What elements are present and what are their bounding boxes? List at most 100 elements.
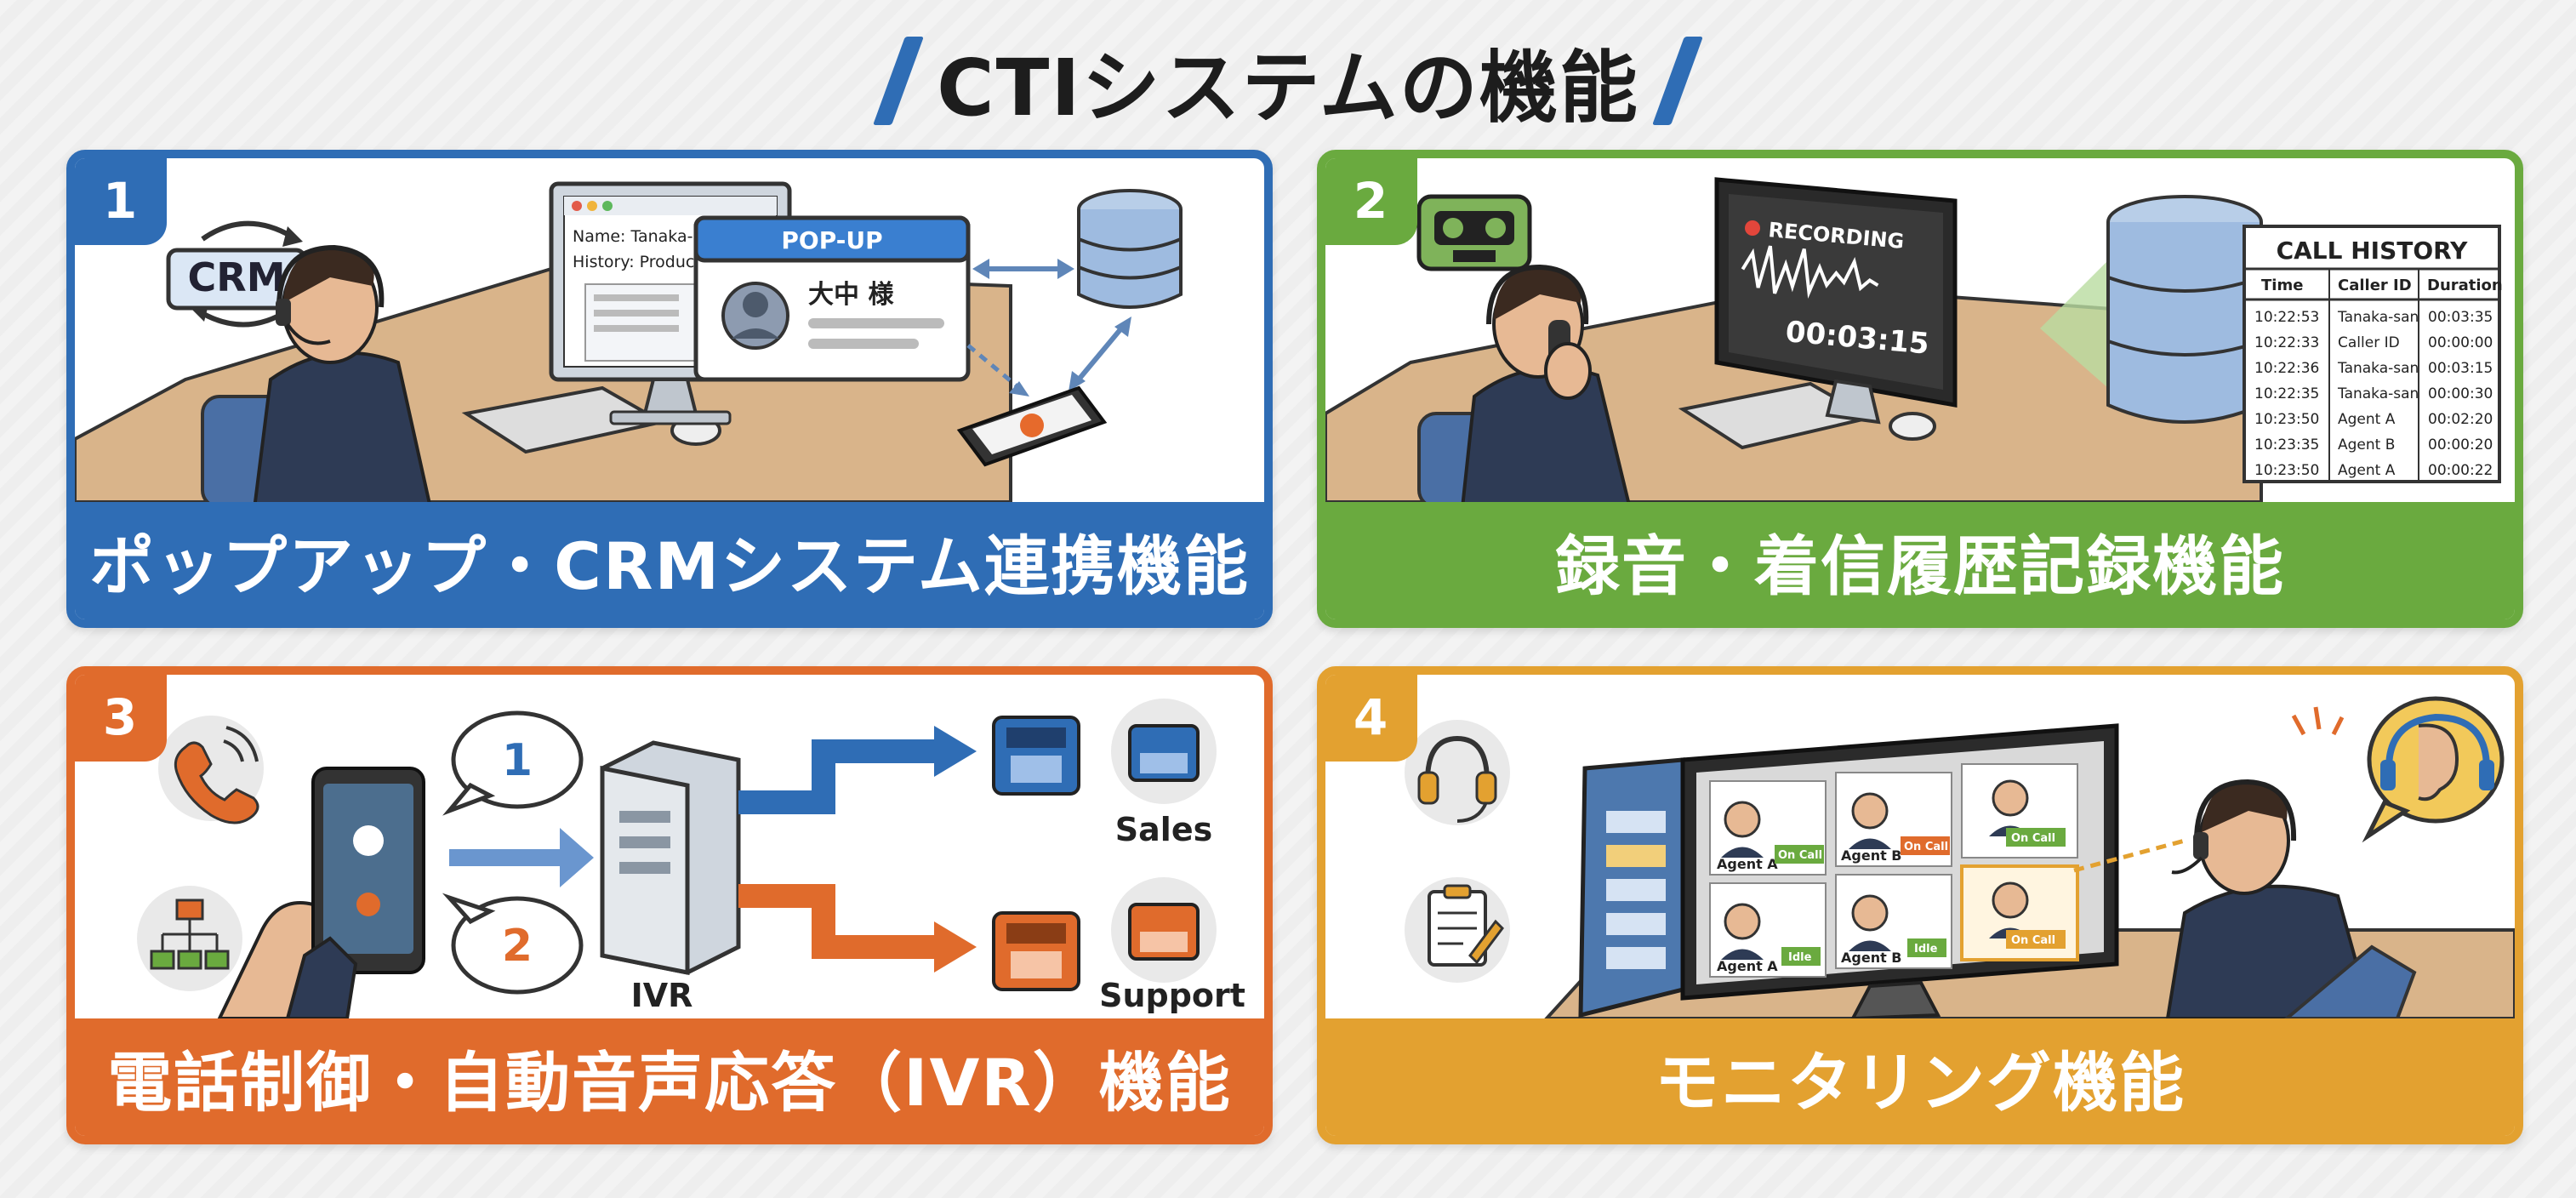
smartphone-icon — [956, 385, 1108, 467]
table-row: 10:22:53 Tanaka-san 00:03:35 — [2254, 309, 2493, 326]
call-history-table: CALL HISTORY Time Caller ID Duration 10:… — [2243, 225, 2503, 483]
panel-number: 3 — [75, 675, 167, 762]
status-badge: On Call — [2011, 934, 2055, 947]
agent-tile: On Call — [1961, 763, 2078, 859]
table-row: 10:23:50 Agent A 00:02:20 — [2254, 411, 2493, 428]
svg-text:10:23:35: 10:23:35 — [2254, 436, 2319, 454]
headset-icon — [1405, 720, 1510, 825]
panel-monitoring: 4 — [1317, 666, 2523, 1144]
support-label: Support — [1099, 977, 1245, 1014]
status-badge: Idle — [1914, 943, 1938, 956]
panel-number: 4 — [1325, 675, 1417, 762]
col-header: Time — [2261, 277, 2303, 294]
option-1-label: 1 — [502, 735, 533, 786]
svg-text:Caller ID: Caller ID — [2338, 334, 2400, 351]
recording-monitor: RECORDING 00:03:15 — [1714, 177, 1958, 425]
svg-text:Agent A: Agent A — [1717, 856, 1778, 872]
svg-text:10:22:53: 10:22:53 — [2254, 309, 2319, 326]
option-2-label: 2 — [502, 921, 533, 972]
desk-phone-icon — [1111, 699, 1217, 804]
svg-text:Tanaka-san: Tanaka-san — [2337, 309, 2419, 326]
page-header: CTIシステムの機能 — [0, 26, 2576, 136]
status-badge: Idle — [1788, 951, 1812, 964]
sales-label: Sales — [1115, 811, 1212, 848]
status-badge: On Call — [1778, 849, 1822, 862]
svg-text:00:03:15: 00:03:15 — [2428, 360, 2493, 377]
panel-number: 2 — [1325, 158, 1417, 245]
panel-label: ポップアップ・CRMシステム連携機能 — [75, 502, 1264, 619]
clipboard-icon — [1405, 877, 1510, 983]
panel-illustration: Agent A On Call Agent B On Call On Call — [1325, 675, 2515, 1018]
panel-illustration: CRM Name: Tanaka-san Histor — [75, 158, 1264, 502]
svg-text:10:22:36: 10:22:36 — [2254, 360, 2319, 377]
panel-popup-crm: 1 CRM — [66, 150, 1273, 628]
crm-label: CRM — [188, 254, 286, 300]
desk-phone-icon — [1111, 877, 1217, 983]
status-badge: On Call — [2011, 832, 2055, 845]
database-icon — [2106, 195, 2263, 424]
option-1-bubble: 1 — [442, 710, 584, 816]
svg-text:00:00:20: 00:00:20 — [2428, 436, 2493, 454]
svg-text:Agent A: Agent A — [2338, 462, 2396, 479]
option-2-bubble: 2 — [442, 893, 584, 995]
cassette-tape-icon — [1416, 194, 1532, 271]
panel-label: 電話制御・自動音声応答（IVR）機能 — [75, 1018, 1264, 1136]
svg-text:00:00:30: 00:00:30 — [2428, 385, 2493, 402]
call-history-title: CALL HISTORY — [2277, 237, 2469, 265]
agent-tile: On Call — [1960, 864, 2079, 961]
agent-tile: Agent B On Call — [1835, 772, 1952, 867]
title-slash-left — [873, 37, 925, 125]
server-icon: IVR — [600, 740, 741, 1014]
svg-text:Tanaka-san: Tanaka-san — [2337, 360, 2419, 377]
agent-figure — [201, 244, 431, 502]
ivr-label: IVR — [631, 977, 693, 1014]
svg-text:Agent A: Agent A — [2338, 411, 2396, 428]
svg-text:Tanaka-san: Tanaka-san — [2337, 385, 2419, 402]
panel-illustration: RECORDING 00:03:15 CALL HISTORY Time Cal — [1325, 158, 2515, 502]
table-row: 10:23:35 Agent B 00:00:20 — [2254, 436, 2493, 454]
col-header: Caller ID — [2338, 277, 2412, 294]
desk-phone-icon — [992, 911, 1080, 991]
popup-title: POP-UP — [781, 226, 882, 254]
svg-text:00:02:20: 00:02:20 — [2428, 411, 2493, 428]
svg-text:Agent B: Agent B — [1841, 847, 1902, 864]
table-row: 10:23:50 Agent A 00:00:22 — [2254, 462, 2493, 479]
table-row: 10:22:33 Caller ID 00:00:00 — [2254, 334, 2493, 351]
agent-tile: Agent B Idle — [1835, 874, 1952, 969]
svg-text:10:23:50: 10:23:50 — [2254, 411, 2319, 428]
headset-icon — [1486, 264, 1589, 325]
phone-ringing-icon — [158, 716, 264, 824]
panel-recording-history: 2 — [1317, 150, 2523, 628]
svg-text:00:03:35: 00:03:35 — [2428, 309, 2493, 326]
svg-text:Agent A: Agent A — [1717, 958, 1778, 974]
flowchart-icon — [137, 886, 242, 991]
database-icon — [1077, 189, 1183, 309]
svg-text:10:23:50: 10:23:50 — [2254, 462, 2319, 479]
panel-label: 録音・着信履歴記録機能 — [1325, 502, 2515, 619]
smartphone-icon — [217, 767, 425, 1018]
monitor-name-line: Name: Tanaka-san — [573, 227, 721, 246]
svg-text:10:22:33: 10:22:33 — [2254, 334, 2319, 351]
ear-listening-icon — [2362, 696, 2505, 843]
headset-icon — [276, 244, 385, 308]
monitor-history-line: History: Product A — [573, 253, 717, 271]
popup-name: 大中 様 — [808, 280, 894, 310]
col-header: Duration — [2427, 277, 2503, 294]
status-badge: On Call — [1904, 841, 1948, 853]
page-title: CTIシステムの機能 — [937, 42, 1639, 134]
popup-window: POP-UP 大中 様 — [693, 215, 971, 382]
panel-number: 1 — [75, 158, 167, 245]
svg-text:00:00:22: 00:00:22 — [2428, 462, 2493, 479]
agent-tile: Agent A On Call — [1709, 780, 1827, 876]
svg-text:00:00:00: 00:00:00 — [2428, 334, 2493, 351]
agent-figure — [1417, 264, 1631, 502]
svg-text:Agent B: Agent B — [1841, 950, 1902, 966]
table-row: 10:22:35 Tanaka-san 00:00:30 — [2254, 385, 2493, 402]
title-slash-right — [1651, 37, 1703, 125]
svg-text:Agent B: Agent B — [2338, 436, 2395, 454]
table-row: 10:22:36 Tanaka-san 00:03:15 — [2254, 360, 2493, 377]
panel-illustration: 1 2 IVR — [75, 675, 1264, 1018]
svg-text:10:22:35: 10:22:35 — [2254, 385, 2319, 402]
desk-phone-icon — [992, 716, 1080, 796]
supervisor-figure — [2165, 779, 2417, 1018]
